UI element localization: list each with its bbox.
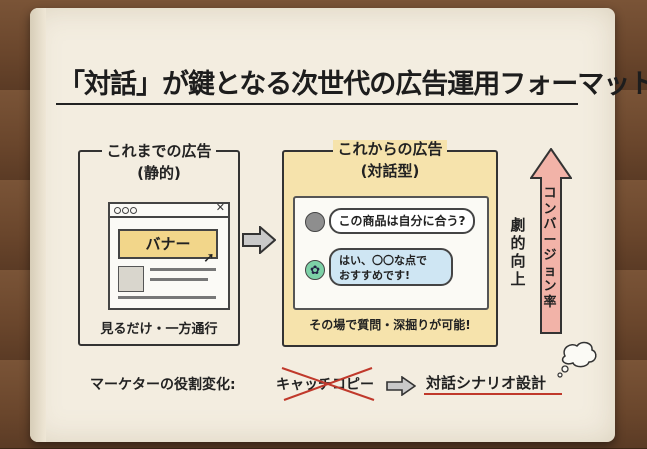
vlabel-char: 劇 bbox=[510, 216, 526, 234]
new-role-dialogue-scenario: 対話シナリオ設計 bbox=[426, 374, 547, 392]
conversion-rate-label: コ ン バ ー ジ ョ ン 率 bbox=[541, 186, 559, 310]
ai-message-line2: おすすめです! bbox=[339, 269, 411, 282]
cv-char: ョ bbox=[543, 263, 557, 279]
cv-char: バ bbox=[543, 217, 557, 232]
ai-chat-bubble: はい、〇〇な点で おすすめです! bbox=[329, 248, 453, 286]
browser-title-bar: ✕ bbox=[110, 201, 228, 218]
user-avatar-icon bbox=[305, 212, 325, 232]
strikethrough-x-icon bbox=[281, 367, 375, 401]
chat-panel: この商品は自分に合う? ✿ はい、〇〇な点で おすすめです! bbox=[293, 196, 489, 310]
user-chat-bubble: この商品は自分に合う? bbox=[329, 208, 475, 234]
static-ad-heading-line1: これまでの広告 bbox=[102, 142, 216, 160]
cv-char: ジ bbox=[543, 248, 557, 263]
page-title: 「対話」が鍵となる次世代の広告運用フォーマット bbox=[58, 69, 647, 100]
text-line bbox=[118, 296, 216, 299]
thought-cloud-icon bbox=[557, 341, 597, 378]
ai-avatar-icon: ✿ bbox=[305, 260, 325, 280]
text-line bbox=[150, 268, 216, 271]
new-role-underline bbox=[424, 393, 562, 395]
title-underline bbox=[56, 103, 578, 105]
cv-char: 率 bbox=[543, 294, 557, 310]
right-arrow-icon bbox=[242, 226, 276, 254]
vlabel-char: 上 bbox=[510, 270, 526, 288]
conversational-ad-heading-line1: これからの広告 bbox=[333, 140, 447, 158]
browser-dot-icon bbox=[130, 207, 137, 214]
browser-dot-icon bbox=[122, 207, 129, 214]
notebook-spine bbox=[30, 8, 46, 442]
static-ad-heading: これまでの広告 (静的) bbox=[80, 140, 238, 184]
right-arrow-small-icon bbox=[386, 376, 416, 396]
browser-dot-icon bbox=[114, 207, 121, 214]
static-ad-box: これまでの広告 (静的) ✕ バナー ➚ 見るだけ・一方通行 bbox=[78, 142, 240, 346]
vlabel-char: 向 bbox=[510, 252, 526, 270]
mouse-cursor-icon: ➚ bbox=[203, 250, 215, 266]
cv-char: ー bbox=[543, 232, 557, 248]
conversational-ad-heading: これからの広告 (対話型) bbox=[284, 138, 496, 182]
close-icon: ✕ bbox=[215, 201, 225, 214]
conversational-ad-caption: その場で質問・深掘りが可能! bbox=[309, 318, 471, 332]
cv-char: ン bbox=[543, 279, 557, 294]
text-line bbox=[150, 278, 208, 281]
browser-window-illustration: ✕ バナー ➚ bbox=[108, 201, 230, 310]
static-ad-heading-line2: (静的) bbox=[137, 164, 181, 182]
banner-ad: バナー bbox=[118, 229, 218, 259]
conversational-ad-heading-line2: (対話型) bbox=[360, 162, 420, 180]
static-ad-caption: 見るだけ・一方通行 bbox=[100, 322, 218, 337]
vlabel-char: 的 bbox=[510, 234, 526, 252]
image-placeholder bbox=[118, 266, 144, 292]
up-arrow-icon bbox=[530, 148, 572, 334]
ai-message-line1: はい、〇〇な点で bbox=[339, 254, 427, 267]
conversational-ad-box: これからの広告 (対話型) この商品は自分に合う? ✿ はい、〇〇な点で おすす… bbox=[282, 140, 498, 347]
dramatic-improvement-label: 劇 的 向 上 bbox=[508, 216, 528, 288]
cv-char: コ bbox=[543, 186, 557, 201]
cv-char: ン bbox=[543, 201, 557, 217]
role-change-label: マーケターの役割変化: bbox=[90, 377, 236, 393]
